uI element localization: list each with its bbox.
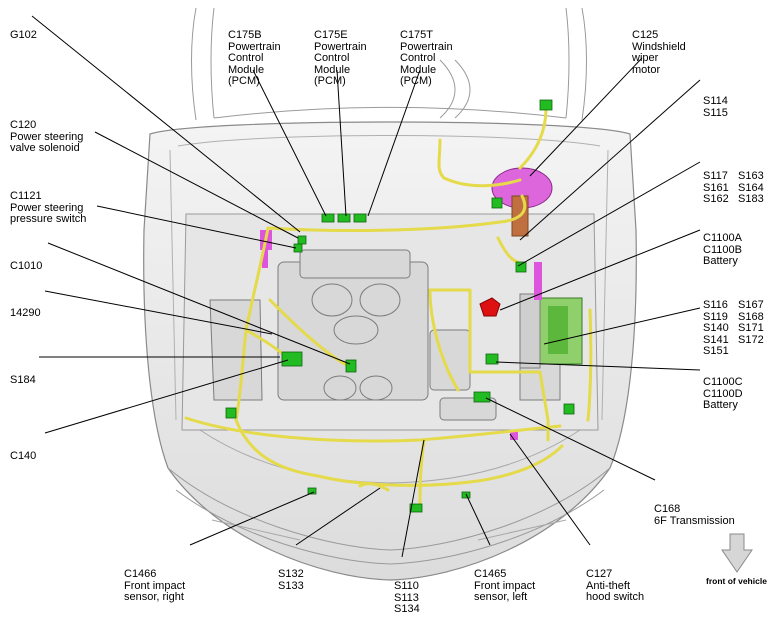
connectors	[225, 99, 575, 513]
front-arrow-icon	[721, 533, 753, 573]
engine-compartment-illustration	[31, 7, 753, 581]
wiring-harness	[184, 106, 593, 507]
label-c140: C140	[10, 450, 37, 462]
windshield-outline	[191, 7, 587, 121]
battery	[519, 293, 583, 369]
label-s184: S184	[10, 374, 36, 386]
label-g102: G102	[10, 29, 37, 41]
leader-lines	[31, 15, 701, 558]
label-c1010: C1010	[10, 260, 43, 272]
front-of-vehicle-label: front of vehicle	[706, 576, 767, 586]
label-14290: 14290	[10, 307, 41, 319]
battery-positive-post	[479, 297, 501, 317]
